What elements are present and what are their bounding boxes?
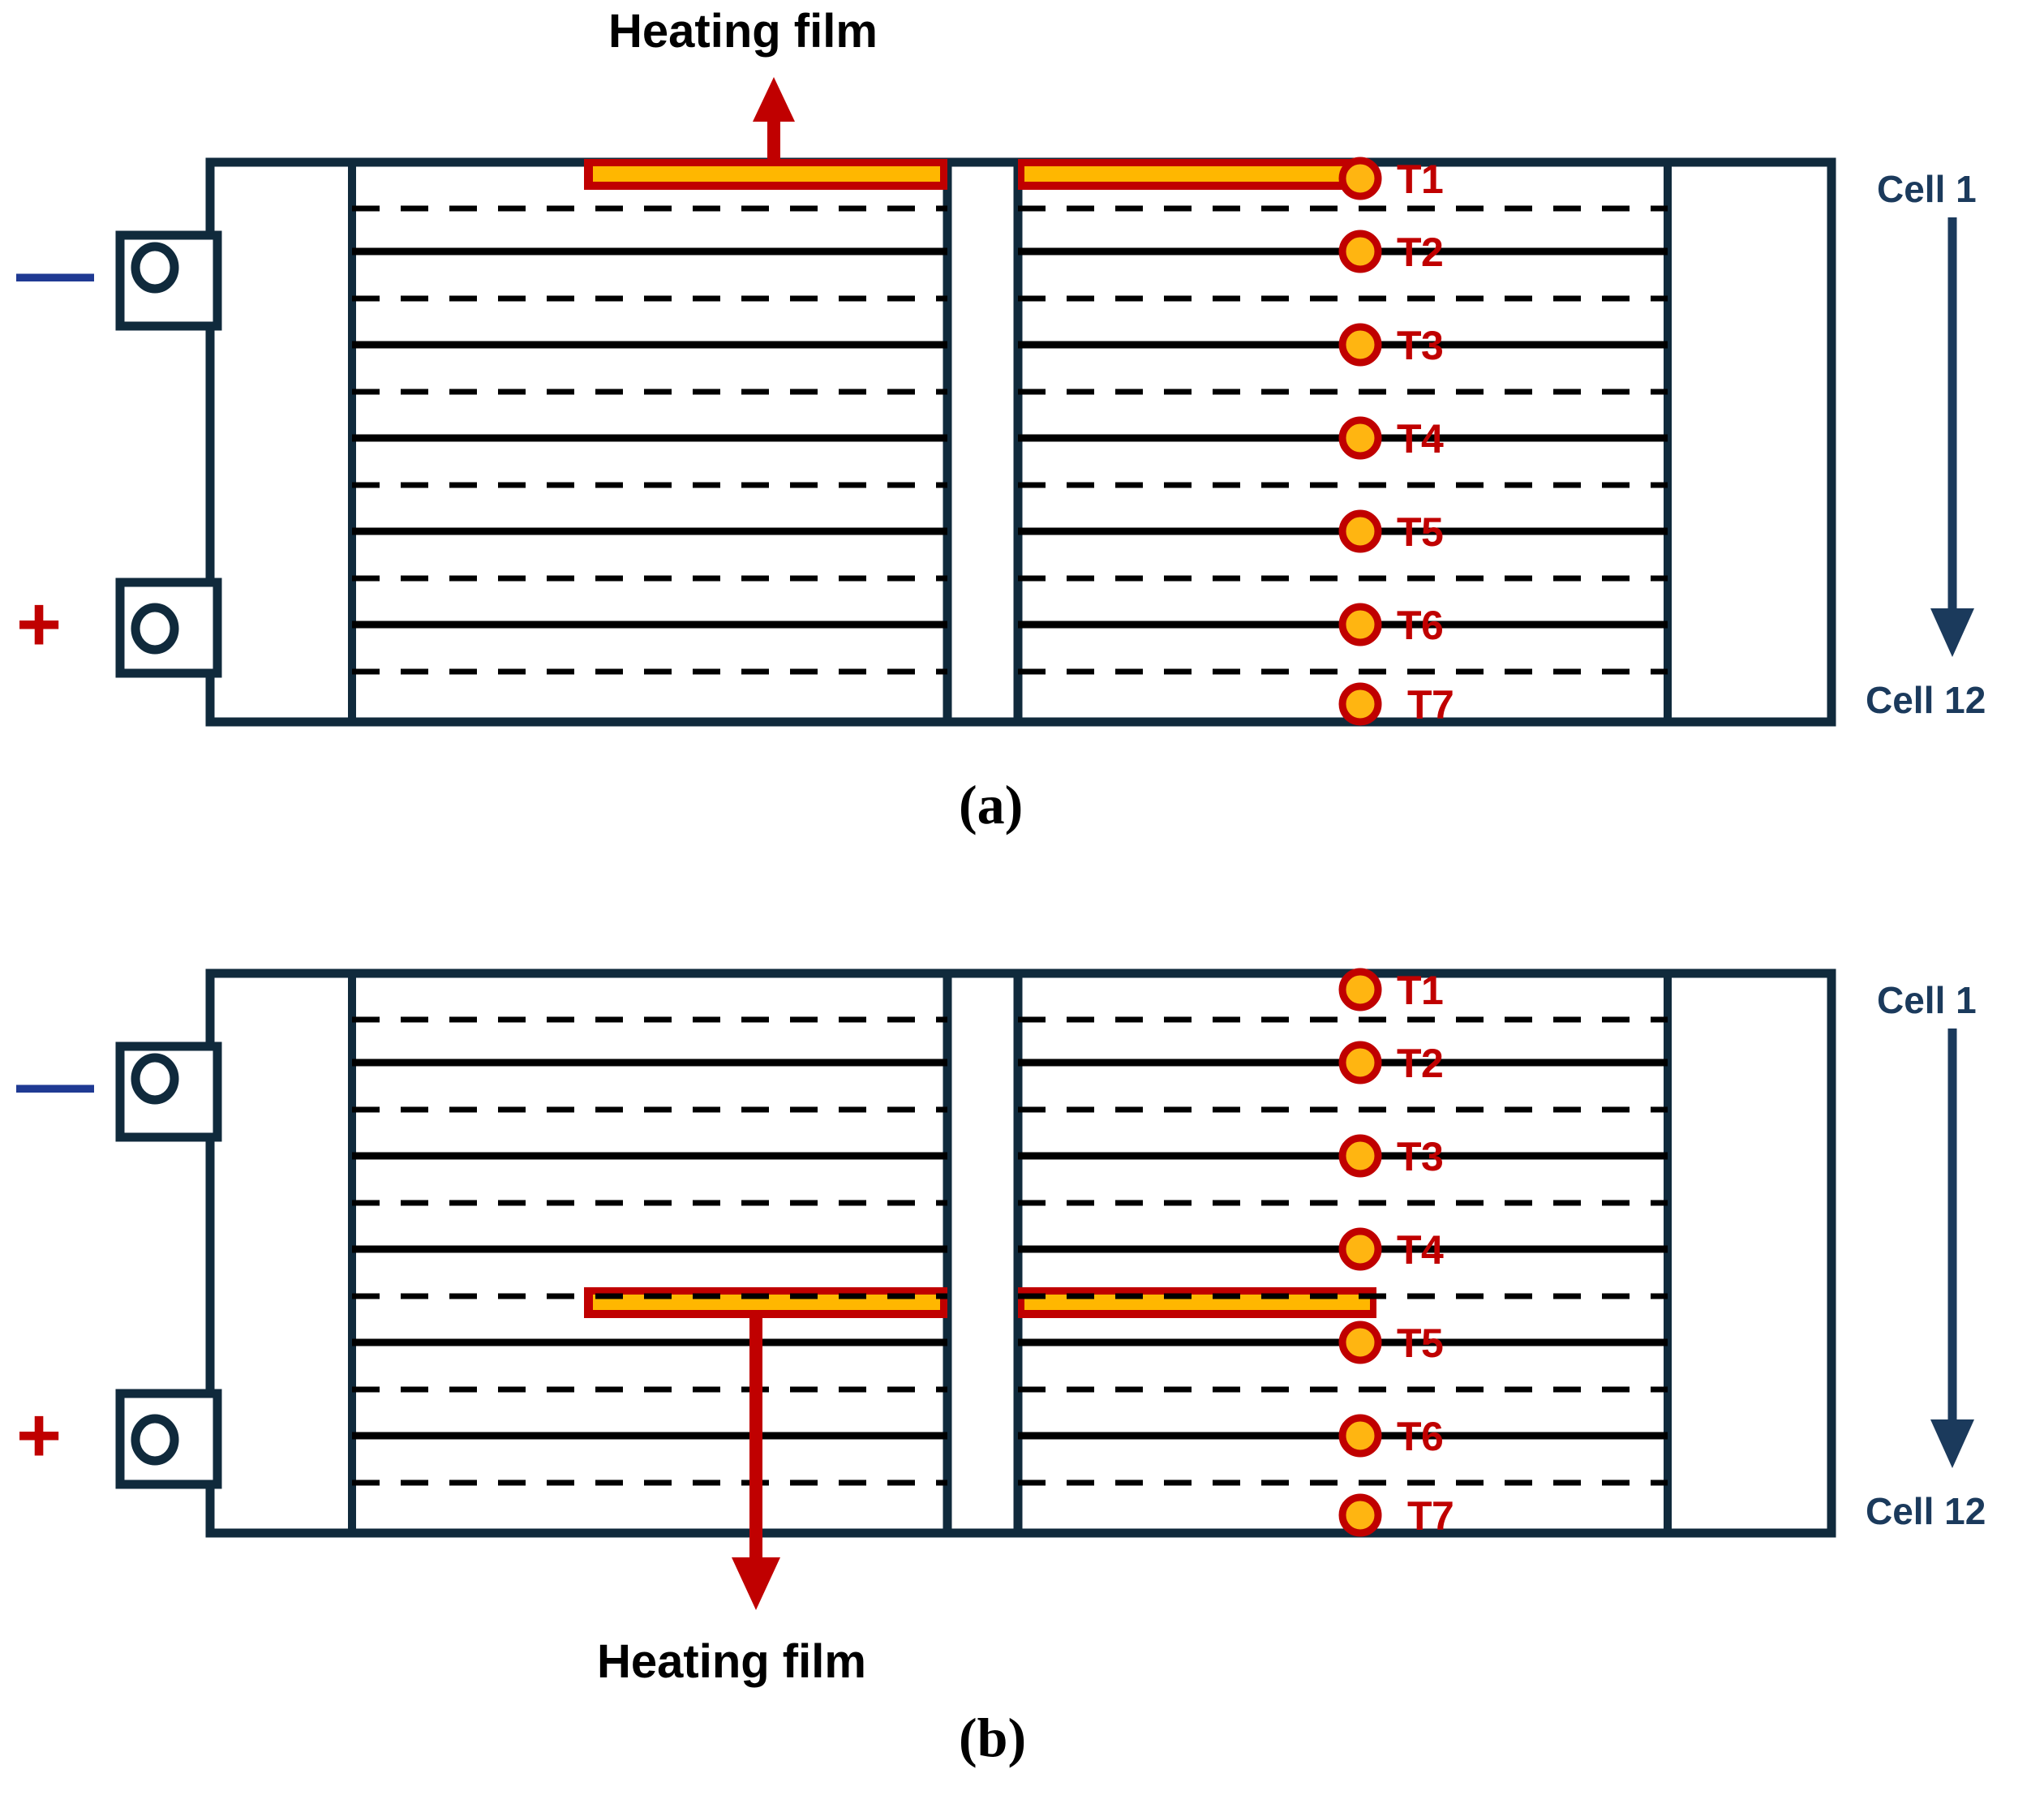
thermocouple-label-t5: T5 bbox=[1397, 1321, 1444, 1366]
panel-b-cell-axis-bottom-label: Cell 12 bbox=[1866, 1490, 1986, 1532]
thermocouple-marker-t5 bbox=[1338, 1321, 1382, 1364]
panel-a-cell-axis-bottom-label: Cell 12 bbox=[1866, 679, 1986, 721]
thermocouple-label-t3: T3 bbox=[1397, 323, 1444, 368]
thermocouple-marker-t3 bbox=[1338, 1134, 1382, 1178]
thermocouple-marker-t3 bbox=[1338, 323, 1382, 367]
panel-a-heating-film-label: Heating film bbox=[608, 5, 878, 58]
thermocouple-marker-t7 bbox=[1338, 682, 1382, 726]
panel-b-terminal-negative bbox=[115, 1041, 222, 1142]
thermocouple-marker-t6 bbox=[1338, 1414, 1382, 1458]
thermocouple-marker-t6 bbox=[1338, 603, 1382, 646]
thermocouple-marker-t4 bbox=[1338, 1227, 1382, 1271]
panel-a-terminal-positive bbox=[115, 578, 222, 678]
thermocouple-label-t7: T7 bbox=[1407, 682, 1454, 728]
panel-a-right-cell-lines bbox=[1018, 205, 1668, 675]
thermocouple-label-t4: T4 bbox=[1397, 1227, 1444, 1273]
thermocouple-label-t5: T5 bbox=[1397, 509, 1444, 555]
thermocouple-marker-t1 bbox=[1338, 968, 1382, 1011]
panel-b-group bbox=[115, 968, 1974, 1610]
panel-b-positive-terminal-symbol: + bbox=[16, 1392, 62, 1479]
panel-b-cell-axis-top-label: Cell 1 bbox=[1877, 979, 1977, 1021]
thermocouple-label-t2: T2 bbox=[1397, 1041, 1444, 1086]
thermocouple-marker-t7 bbox=[1338, 1493, 1382, 1537]
panel-b-cell-axis-arrow bbox=[1930, 1029, 1974, 1468]
panel-a-caption: (a) bbox=[959, 774, 1024, 835]
panel-a-cell-axis-arrow bbox=[1930, 217, 1974, 657]
thermocouple-label-t6: T6 bbox=[1397, 603, 1444, 648]
panel-a-heating-film-left bbox=[584, 159, 947, 190]
panel-b-heating-film-left bbox=[584, 1287, 947, 1318]
panel-b-terminal-positive bbox=[115, 1389, 222, 1489]
thermocouple-label-t1: T1 bbox=[1397, 968, 1444, 1013]
thermocouple-label-t4: T4 bbox=[1397, 416, 1444, 462]
thermocouple-label-t6: T6 bbox=[1397, 1414, 1444, 1459]
panel-b-heating-film-arrow bbox=[732, 1314, 780, 1610]
thermocouple-marker-t1 bbox=[1338, 157, 1382, 200]
panel-b-heating-film-label: Heating film bbox=[597, 1635, 866, 1688]
panel-a-positive-terminal-symbol: + bbox=[16, 581, 62, 668]
panel-a-terminal-negative bbox=[115, 230, 222, 331]
thermocouple-label-t2: T2 bbox=[1397, 230, 1444, 275]
panel-a-heating-film-right bbox=[1018, 159, 1360, 190]
panel-b-caption: (b) bbox=[959, 1707, 1027, 1768]
thermocouple-marker-t5 bbox=[1338, 509, 1382, 553]
thermocouple-marker-t4 bbox=[1338, 416, 1382, 460]
panel-a-left-cell-lines bbox=[352, 205, 947, 675]
panel-a-heating-film-arrow bbox=[753, 77, 795, 159]
thermocouple-marker-t2 bbox=[1338, 1041, 1382, 1084]
panel-a-thermocouples bbox=[1338, 157, 1382, 726]
thermocouple-label-t1: T1 bbox=[1397, 157, 1444, 202]
panel-a-negative-terminal-symbol: — bbox=[16, 229, 94, 316]
thermocouple-label-t7: T7 bbox=[1407, 1493, 1454, 1539]
panel-b-negative-terminal-symbol: — bbox=[16, 1040, 94, 1127]
thermocouple-label-t3: T3 bbox=[1397, 1134, 1444, 1179]
panel-a-group bbox=[115, 77, 1974, 727]
panel-b-heating-film-right bbox=[1018, 1287, 1376, 1318]
panel-a-cell-axis-top-label: Cell 1 bbox=[1877, 168, 1977, 210]
thermocouple-marker-t2 bbox=[1338, 230, 1382, 273]
panel-b-thermocouples bbox=[1338, 968, 1382, 1537]
